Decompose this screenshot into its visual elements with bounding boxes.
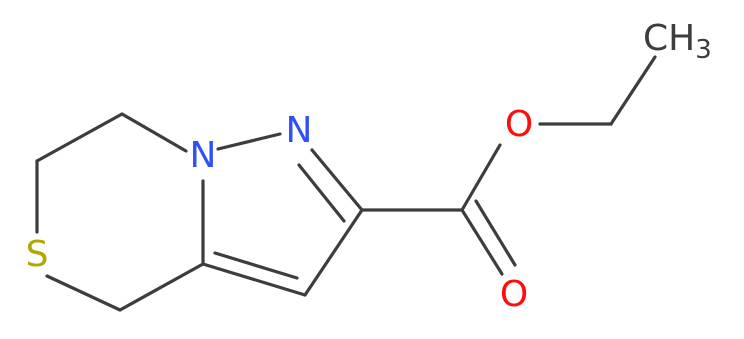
methyl-subscript: 3 — [695, 35, 712, 65]
bond-ch2-c3a — [118, 262, 205, 312]
bond-ch2-ch2 — [35, 112, 124, 163]
sulfur-atom-label: S — [26, 234, 49, 275]
nitrogen-atom-label: N — [286, 110, 313, 151]
methyl-group-label: CH3 — [643, 18, 712, 65]
nitrogen-atom-label: N — [190, 135, 217, 176]
bond-lines — [35, 55, 657, 312]
bond-carbonyl-ether-o — [460, 143, 502, 212]
bond-n1-n2 — [216, 132, 282, 151]
bond-n2-c2-inner — [297, 163, 346, 223]
bond-n1-ch2 — [120, 112, 188, 153]
carbonyl-oxygen-atom-label: O — [500, 274, 528, 315]
bond-carbonyl-double-inner — [474, 199, 517, 267]
bond-c3-c3a — [201, 262, 307, 297]
methyl-ch-text: CH — [643, 18, 695, 59]
bond-c2-c3 — [303, 208, 364, 297]
ether-oxygen-atom-label: O — [505, 104, 533, 145]
bond-ch2-ch3 — [609, 55, 657, 126]
bond-s-ch2 — [45, 274, 122, 312]
bond-n2-c2 — [310, 148, 364, 212]
bond-c3-c3a-inner — [213, 251, 299, 280]
bond-carbonyl-double-outer — [460, 208, 504, 276]
